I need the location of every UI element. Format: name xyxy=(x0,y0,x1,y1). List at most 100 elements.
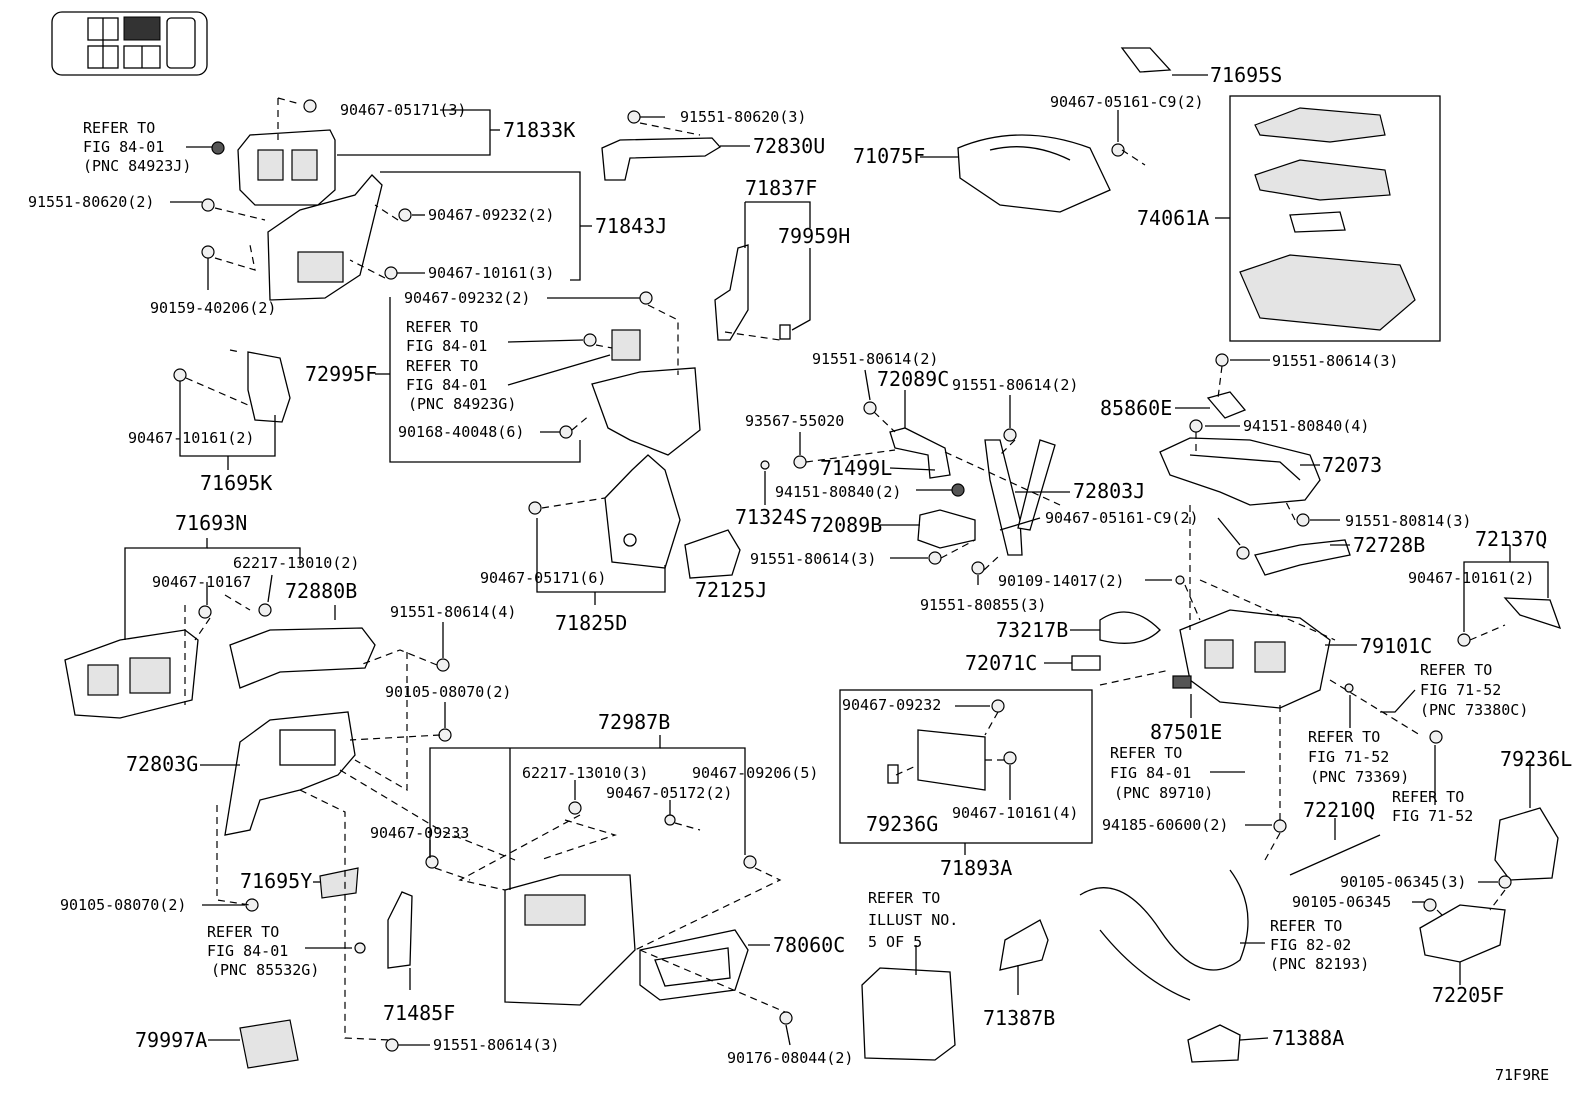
label-72089b: 72089B xyxy=(810,513,882,537)
label-79959h: 79959H xyxy=(778,224,850,248)
label-79101c: 79101C xyxy=(1360,634,1432,658)
label-refer-4b: FIG 71-52 xyxy=(1420,681,1501,699)
label-90176-08044-2: 90176-08044(2) xyxy=(727,1049,853,1067)
label-90467-09232-2b: 90467-09232(2) xyxy=(404,289,530,307)
label-71837f: 71837F xyxy=(745,176,817,200)
label-90168-40048-6: 90168-40048(6) xyxy=(398,423,524,441)
label-90467-09233: 90467-09233 xyxy=(370,824,469,842)
label-71825d: 71825D xyxy=(555,611,627,635)
assembly-lines xyxy=(184,97,1506,1041)
label-91551-80614-4: 91551-80614(4) xyxy=(390,603,516,621)
label-87501e: 87501E xyxy=(1150,720,1222,744)
label-72880b: 72880B xyxy=(285,579,357,603)
label-91551-80614-3b: 91551-80614(3) xyxy=(750,550,876,568)
label-94151-80840-4: 94151-80840(4) xyxy=(1243,417,1369,435)
label-90105-06345: 90105-06345 xyxy=(1292,893,1391,911)
label-90467-05161-c9-2a: 90467-05161-C9(2) xyxy=(1050,93,1204,111)
label-90105-06345-3: 90105-06345(3) xyxy=(1340,873,1466,891)
label-91551-80620-3: 91551-80620(3) xyxy=(680,108,806,126)
label-90467-10161-2b: 90467-10161(2) xyxy=(1408,569,1534,587)
label-refer-2a: REFER TO xyxy=(406,318,478,336)
label-91551-80614-3a: 91551-80614(3) xyxy=(1272,352,1398,370)
label-refer-6a: REFER TO xyxy=(1308,728,1380,746)
label-refer-1a: REFER TO xyxy=(83,119,155,137)
label-78060c: 78060C xyxy=(773,933,845,957)
label-refer-3a: REFER TO xyxy=(406,357,478,375)
label-72830u: 72830U xyxy=(753,134,825,158)
label-79236g: 79236G xyxy=(866,812,938,836)
label-72803j: 72803J xyxy=(1073,479,1145,503)
label-refer-9a: REFER TO xyxy=(868,889,940,907)
label-85860e: 85860E xyxy=(1100,396,1172,420)
label-72205f: 72205F xyxy=(1432,983,1504,1007)
label-refer-3b: FIG 84-01 xyxy=(406,376,487,394)
label-91551-80614-2a: 91551-80614(2) xyxy=(812,350,938,368)
label-79236l: 79236L xyxy=(1500,747,1572,771)
label-refer-5c: (PNC 89710) xyxy=(1114,784,1213,802)
label-90467-09206-5: 90467-09206(5) xyxy=(692,764,818,782)
fastener-icons xyxy=(173,99,1512,1052)
label-72073: 72073 xyxy=(1322,453,1382,477)
label-71387b: 71387B xyxy=(983,1006,1055,1030)
label-71693n: 71693N xyxy=(175,511,247,535)
label-62217-13010-3: 62217-13010(3) xyxy=(522,764,648,782)
label-71833k: 71833K xyxy=(503,118,575,142)
label-90467-05171-3: 90467-05171(3) xyxy=(340,101,466,119)
label-refer-8b: FIG 84-01 xyxy=(207,942,288,960)
vehicle-locator-icon xyxy=(51,11,208,76)
label-62217-13010-2: 62217-13010(2) xyxy=(233,554,359,572)
label-refer-10c: (PNC 82193) xyxy=(1270,955,1369,973)
label-94151-80840-2: 94151-80840(2) xyxy=(775,483,901,501)
label-72987b: 72987B xyxy=(598,710,670,734)
label-91551-80620-2: 91551-80620(2) xyxy=(28,193,154,211)
label-90467-09232-2a: 90467-09232(2) xyxy=(428,206,554,224)
label-72071c: 72071C xyxy=(965,651,1037,675)
label-91551-80614-3c: 91551-80614(3) xyxy=(433,1036,559,1054)
label-refer-6c: (PNC 73369) xyxy=(1310,768,1409,786)
label-90467-10161-4: 90467-10161(4) xyxy=(952,804,1078,822)
label-72089c: 72089C xyxy=(877,367,949,391)
label-90467-05161-c9-2b: 90467-05161-C9(2) xyxy=(1045,509,1199,527)
label-71485f: 71485F xyxy=(383,1001,455,1025)
label-refer-2b: FIG 84-01 xyxy=(406,337,487,355)
label-90467-10161-2a: 90467-10161(2) xyxy=(128,429,254,447)
part-labels: 71695S 90467-05161-C9(2) 90467-05171(3) … xyxy=(28,63,1572,1084)
label-refer-5a: REFER TO xyxy=(1110,744,1182,762)
diagram-code: 71F9RE xyxy=(1495,1066,1549,1084)
label-71324s: 71324S xyxy=(735,505,807,529)
label-72995f: 72995F xyxy=(305,362,377,386)
label-72728b: 72728B xyxy=(1353,533,1425,557)
label-refer-9c: 5 OF 5 xyxy=(868,933,922,951)
label-71388a: 71388A xyxy=(1272,1026,1344,1050)
part-drawings xyxy=(64,47,1562,1069)
label-74061a: 74061A xyxy=(1137,206,1209,230)
label-refer-7b: FIG 71-52 xyxy=(1392,807,1473,825)
label-refer-6b: FIG 71-52 xyxy=(1308,748,1389,766)
label-90159-40206-2: 90159-40206(2) xyxy=(150,299,276,317)
label-refer-1c: (PNC 84923J) xyxy=(83,157,191,175)
label-91551-80855-3: 91551-80855(3) xyxy=(920,596,1046,614)
label-90105-08070-2b: 90105-08070(2) xyxy=(60,896,186,914)
label-71695k: 71695K xyxy=(200,471,272,495)
label-72803g: 72803G xyxy=(126,752,198,776)
label-79997a: 79997A xyxy=(135,1028,207,1052)
label-refer-5b: FIG 84-01 xyxy=(1110,764,1191,782)
label-90109-14017-2: 90109-14017(2) xyxy=(998,572,1124,590)
label-refer-8a: REFER TO xyxy=(207,923,279,941)
label-90467-05172-2: 90467-05172(2) xyxy=(606,784,732,802)
label-71075f: 71075F xyxy=(853,144,925,168)
label-71695s: 71695S xyxy=(1210,63,1282,87)
label-90105-08070-2a: 90105-08070(2) xyxy=(385,683,511,701)
label-refer-4a: REFER TO xyxy=(1420,661,1492,679)
label-90467-09232: 90467-09232 xyxy=(842,696,941,714)
label-refer-7a: REFER TO xyxy=(1392,788,1464,806)
label-72210q: 72210Q xyxy=(1303,798,1375,822)
label-91551-80814-3: 91551-80814(3) xyxy=(1345,512,1471,530)
label-90467-05171-6: 90467-05171(6) xyxy=(480,569,606,587)
label-90467-10167: 90467-10167 xyxy=(152,573,251,591)
label-73217b: 73217B xyxy=(996,618,1068,642)
label-91551-80614-2b: 91551-80614(2) xyxy=(952,376,1078,394)
label-refer-10a: REFER TO xyxy=(1270,917,1342,935)
label-refer-10b: FIG 82-02 xyxy=(1270,936,1351,954)
